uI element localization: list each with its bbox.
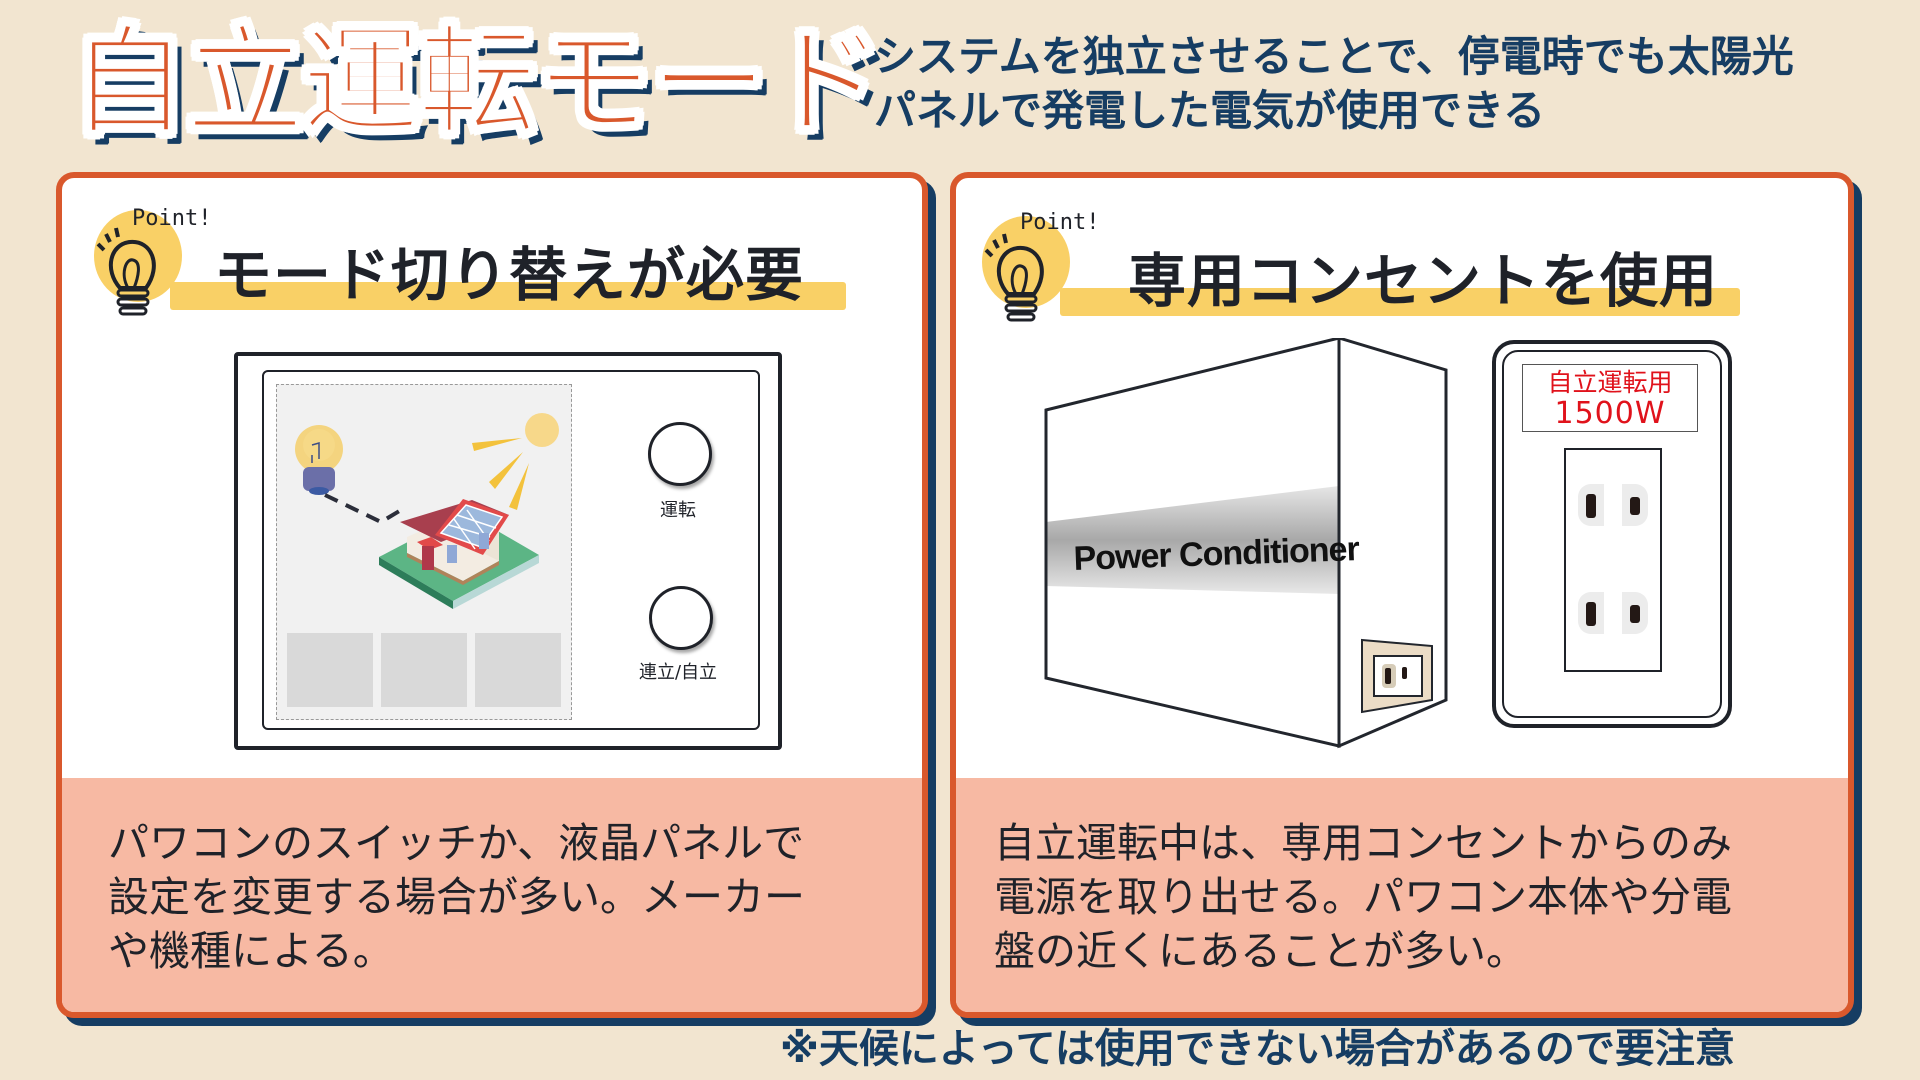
subtitle-line-2: パネルで発電した電気が使用できる	[874, 86, 1546, 135]
socket-hole-icon	[1578, 592, 1604, 634]
run-button-label: 運転	[660, 500, 696, 521]
outlet-tag: 自立運転用 1500W	[1522, 364, 1698, 432]
description-line: や機種による。	[108, 927, 394, 975]
description-line: 設定を変更する場合が多い。メーカー	[108, 873, 805, 921]
description-text: パワコンのスイッチか、液晶パネルで 設定を変更する場合が多い。メーカー や機種に…	[108, 816, 902, 978]
page-subtitle: システムを独立させることで、停電時でも太陽光 パネルで発電した電気が使用できる	[874, 30, 1794, 138]
run-button[interactable]	[648, 422, 712, 486]
socket-hole-icon	[1578, 484, 1604, 526]
lcd-screen	[276, 384, 572, 720]
lightbulb-point-icon	[94, 210, 182, 316]
subtitle-line-1: システムを独立させることで、停電時でも太陽光	[874, 32, 1794, 81]
description-line: 電源を取り出せる。パワコン本体や分電	[994, 873, 1732, 921]
outlet-tag-wattage: 1500W	[1554, 396, 1666, 431]
dedicated-outlet-illustration: 自立運転用 1500W	[1492, 340, 1732, 728]
point-label: Point!	[132, 206, 212, 231]
power-conditioner-illustration: Power Conditioner	[1044, 338, 1448, 749]
control-panel-illustration: 運転 連立/自立	[234, 352, 782, 750]
heading-highlight-bar	[1060, 288, 1740, 316]
socket-face	[1564, 448, 1662, 672]
description-line: パワコンのスイッチか、液晶パネルで	[108, 819, 805, 867]
card-description: パワコンのスイッチか、液晶パネルで 設定を変更する場合が多い。メーカー や機種に…	[62, 778, 922, 1012]
lcd-slot-1	[287, 633, 373, 707]
card-heading: モード切り替えが必要	[214, 241, 805, 309]
description-line: 盤の近くにあることが多い。	[994, 927, 1527, 975]
card-description: 自立運転中は、専用コンセントからのみ 電源を取り出せる。パワコン本体や分電 盤の…	[956, 778, 1848, 1012]
card-heading: 専用コンセントを使用	[1128, 247, 1719, 315]
point-label: Point!	[1020, 210, 1100, 235]
lightbulb-point-icon	[982, 216, 1070, 322]
outlet-plate-border	[1502, 350, 1722, 718]
solar-house-illustration	[295, 413, 559, 609]
lcd-slot-2	[381, 633, 467, 707]
description-line: 自立運転中は、専用コンセントからのみ	[994, 819, 1732, 867]
footnote-warning: ※天候によっては使用できない場合があるので要注意	[780, 1026, 1735, 1072]
grid-independent-toggle-button[interactable]	[649, 586, 713, 650]
socket-hole-icon	[1622, 592, 1648, 634]
control-panel-face: 運転 連立/自立	[262, 370, 760, 730]
socket-hole-icon	[1622, 484, 1648, 526]
page-title: 自立運転モード	[69, 13, 885, 151]
card-dedicated-outlet: Point! 専用コンセントを使用 Power Conditioner 自立運転…	[950, 172, 1854, 1018]
heading-highlight-bar	[170, 282, 846, 310]
grid-independent-toggle-label: 連立/自立	[638, 662, 718, 683]
description-text: 自立運転中は、専用コンセントからのみ 電源を取り出せる。パワコン本体や分電 盤の…	[994, 816, 1828, 978]
outlet-tag-label: 自立運転用	[1547, 368, 1673, 397]
card-mode-switch: Point! モード切り替えが必要	[56, 172, 928, 1018]
lcd-slot-3	[475, 633, 561, 707]
